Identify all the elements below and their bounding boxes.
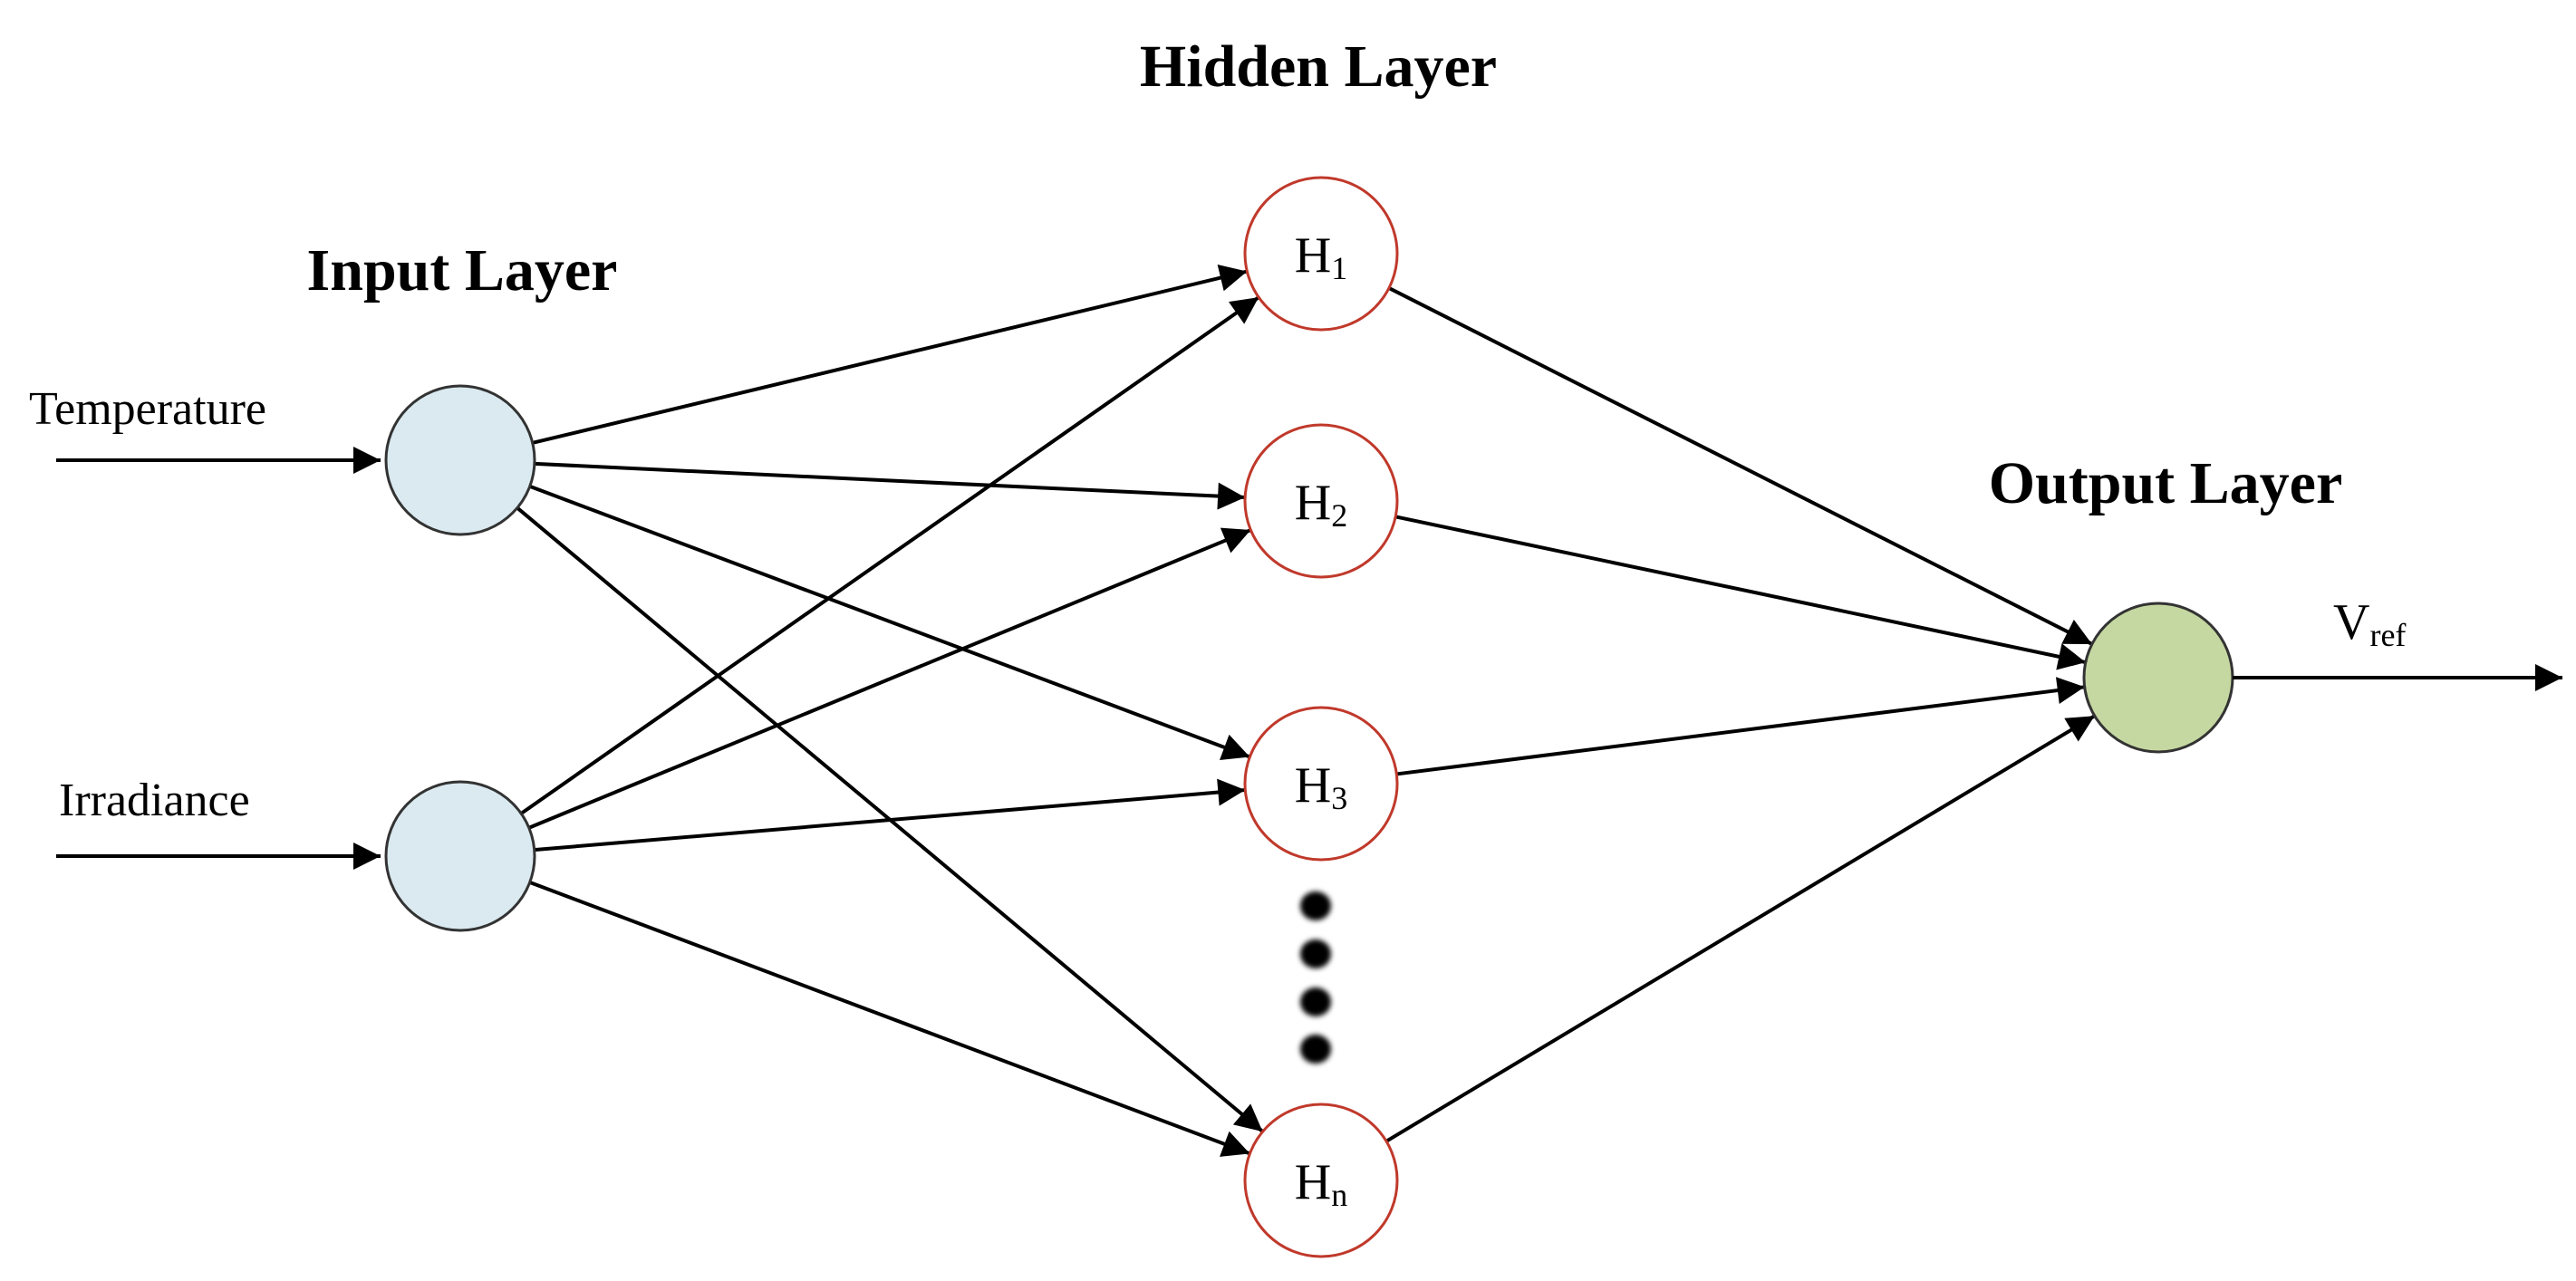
ellipsis-dot [1300,939,1331,968]
hidden-node-h3-circle [1243,706,1399,862]
connection-input1-hidden2 [532,461,1246,510]
connection-hidden4-output [1384,714,2096,1144]
connection-input2-hidden3 [532,778,1246,852]
output-label-base: V [2333,594,2369,650]
input-node-temperature [384,384,536,536]
hidden-node-hn: Hn [1243,1103,1399,1258]
hidden-node-h2: H2 [1243,423,1399,579]
hidden-node-h1-label: H1 [1295,227,1347,286]
connection-input2-hidden2 [526,527,1252,831]
connection-input1-hidden1 [530,265,1248,446]
hidden-node-h3-sub: 3 [1331,780,1347,816]
hidden-node-h3-base: H [1295,757,1331,814]
hidden-node-hn-circle [1243,1103,1399,1258]
hidden-node-h2-base: H [1295,475,1331,531]
hidden-node-h1-sub: 1 [1331,250,1347,286]
hidden-node-hn-sub: n [1331,1177,1347,1213]
ellipsis-dot [1300,987,1331,1016]
input-layer-title: Input Layer [307,237,618,303]
connections-group [515,265,2096,1157]
connection-input2-hidden1 [518,295,1260,816]
temperature-label: Temperature [29,383,266,435]
input-node-irradiance [384,780,536,932]
hidden-layer-title: Hidden Layer [1140,34,1497,100]
output-node [2082,602,2234,754]
connection-input2-hidden4 [527,880,1251,1157]
connection-input1-hidden3 [527,484,1251,760]
ellipsis-dots [1300,891,1331,1064]
hidden-node-hn-base: H [1295,1154,1331,1210]
output-label-sub: ref [2369,617,2406,653]
hidden-node-h1-circle [1243,176,1399,332]
connection-hidden1-output [1386,285,2093,646]
hidden-node-h3: H3 [1243,706,1399,862]
hidden-node-h2-label: H2 [1295,475,1347,534]
connection-hidden3-output [1394,677,2085,776]
output-layer-title: Output Layer [1989,450,2343,516]
irradiance-label: Irradiance [59,775,250,826]
hidden-node-h1-base: H [1295,227,1331,284]
hidden-node-h3-label: H3 [1295,757,1347,816]
hidden-node-h2-sub: 2 [1331,497,1347,534]
connection-hidden2-output [1393,514,2087,670]
ellipsis-dot [1300,891,1331,920]
hidden-node-hn-label: Hn [1295,1154,1347,1213]
hidden-node-h1: H1 [1243,176,1399,332]
hidden-node-h2-circle [1243,423,1399,579]
output-label: Vref [2333,594,2406,653]
ellipsis-dot [1300,1035,1331,1064]
